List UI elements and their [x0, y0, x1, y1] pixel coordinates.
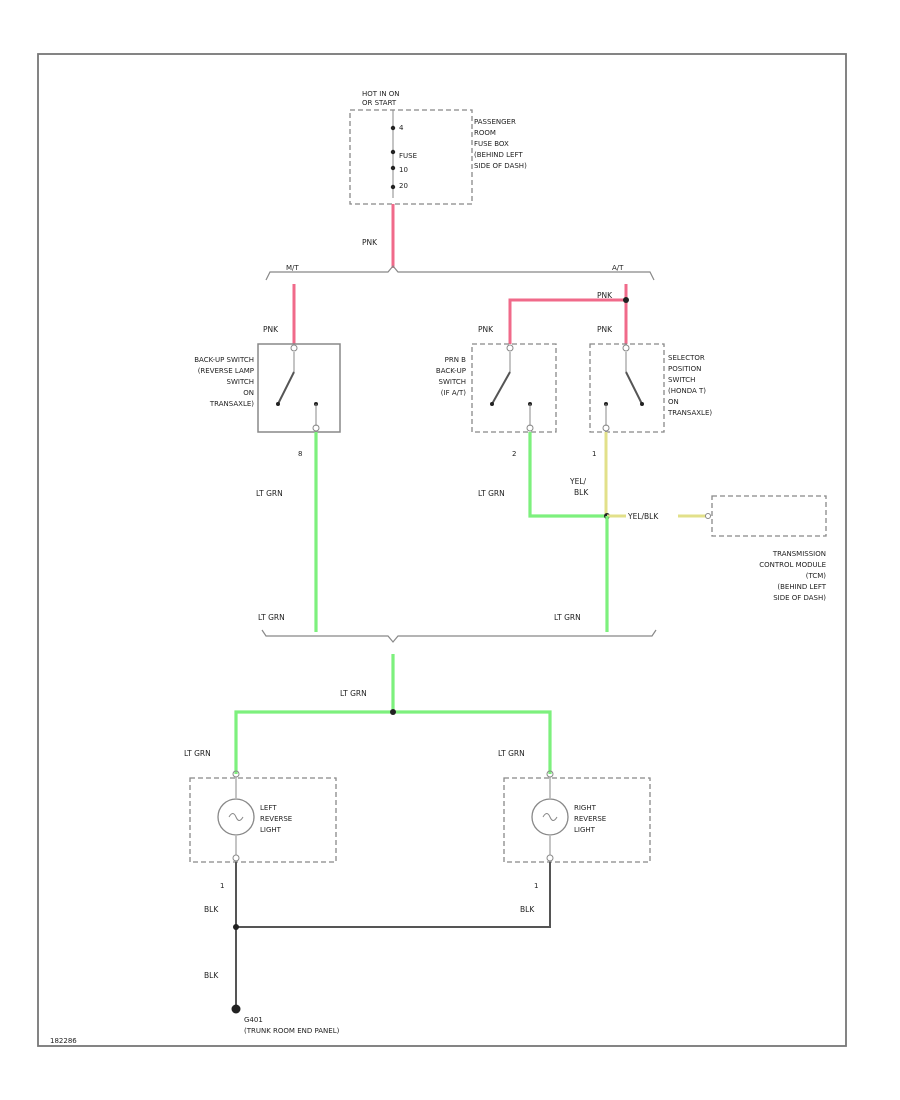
- wire-label-ltgrn-main: LT GRN: [340, 689, 367, 698]
- selector-switch-desc-3: SWITCH: [668, 376, 695, 384]
- tcm-desc-3: (TCM): [806, 572, 827, 580]
- svg-text:HOT IN ON: HOT IN ON: [362, 90, 400, 98]
- wire-label-pnk-prnb: PNK: [478, 325, 494, 334]
- wire-label-ltgrn-at-lower: LT GRN: [554, 613, 581, 622]
- diagram-frame: [37, 53, 847, 1047]
- bus-top: [265, 265, 655, 281]
- svg-text:OR START: OR START: [362, 99, 397, 107]
- svg-text:4: 4: [399, 124, 404, 132]
- wire-pnk-prnb: [508, 298, 626, 344]
- selector-switch-desc-1: SELECTOR: [668, 354, 705, 362]
- fuse-number: 20: [399, 182, 408, 190]
- bus-label-mt: M/T: [286, 264, 299, 272]
- pin-label-prnb: 2: [512, 450, 516, 458]
- fuse-box-desc-1: PASSENGER: [474, 118, 516, 126]
- ground-desc-1: G401: [244, 1016, 263, 1024]
- pin-label-selector: 1: [592, 450, 596, 458]
- prnb-switch-desc-3: SWITCH: [439, 378, 466, 386]
- fuse-hot-label-1: HOT IN ON: [362, 90, 400, 98]
- right-reverse-light: RIGHT REVERSE LIGHT: [503, 770, 651, 863]
- fuse-label: FUSE: [399, 152, 417, 160]
- wire-label-ltgrn-left: LT GRN: [184, 749, 211, 758]
- fuse-box-desc-3: FUSE BOX: [474, 140, 509, 148]
- wire-label-pnk-selector: PNK: [597, 325, 613, 334]
- wire-label-ltgrn-backup-lower: LT GRN: [258, 613, 285, 622]
- backup-switch: BACK-UP SWITCH (REVERSE LAMP SWITCH ON T…: [194, 343, 341, 433]
- wire-label-blk-left: BLK: [204, 905, 219, 914]
- fuse-amps: 10: [399, 166, 408, 174]
- wire-label-yelblk-tcm: YEL/BLK: [627, 512, 659, 521]
- wire-label-blk-right: BLK: [520, 905, 535, 914]
- bus-lower: [261, 629, 657, 643]
- left-reverse-light: LEFT REVERSE LIGHT: [189, 770, 337, 863]
- wire-label-pnk-backup: PNK: [263, 325, 279, 334]
- wire-label-ltgrn-backup: LT GRN: [256, 489, 283, 498]
- wire-label-blk-ground: BLK: [204, 971, 219, 980]
- selector-switch-desc-6: TRANSAXLE): [667, 409, 712, 417]
- selector-switch-desc-2: POSITION: [668, 365, 701, 373]
- left-light-desc-3: LIGHT: [260, 826, 282, 834]
- backup-switch-desc-4: ON: [243, 389, 254, 397]
- right-light-desc-1: RIGHT: [574, 804, 597, 812]
- tcm-desc-5: SIDE OF DASH): [773, 594, 826, 602]
- wire-blk-right: [236, 862, 551, 928]
- backup-switch-desc-3: SWITCH: [227, 378, 254, 386]
- prnb-switch-desc-1: PRN B: [445, 356, 467, 364]
- fuse-box-desc-5: SIDE OF DASH): [474, 162, 527, 170]
- ground-desc-2: (TRUNK ROOM END PANEL): [244, 1027, 340, 1035]
- wire-label-pnk-at: PNK: [597, 291, 613, 300]
- left-light-desc-2: REVERSE: [260, 815, 292, 823]
- splice-ground: [233, 924, 239, 930]
- wire-ltgrn-lights: [234, 710, 552, 774]
- wire-label-ltgrn-prnb: LT GRN: [478, 489, 505, 498]
- backup-switch-desc-5: TRANSAXLE): [209, 400, 254, 408]
- wire-label-pnk-fuse: PNK: [362, 238, 378, 247]
- tcm-desc-1: TRANSMISSION: [772, 550, 826, 558]
- selector-switch-desc-5: ON: [668, 398, 679, 406]
- tcm-desc-4: (BEHIND LEFT: [777, 583, 826, 591]
- left-light-desc-1: LEFT: [260, 804, 277, 812]
- pin-label-backup: 8: [298, 450, 302, 458]
- bus-label-at: A/T: [612, 264, 624, 272]
- fuse-box-desc-2: ROOM: [474, 129, 496, 137]
- selector-switch-desc-4: (HONDA T): [668, 387, 706, 395]
- pin-label-left-light: 1: [220, 882, 224, 890]
- fuse-hot-label-2: OR START: [362, 99, 397, 107]
- left-bulb-icon: [217, 798, 255, 836]
- wire-label-yelblk-2: BLK: [574, 488, 589, 497]
- prnb-switch: PRN B BACK-UP SWITCH (IF A/T): [436, 343, 557, 433]
- wire-label-ltgrn-right: LT GRN: [498, 749, 525, 758]
- backup-switch-desc-1: BACK-UP SWITCH: [194, 356, 254, 364]
- wire-ltgrn-prnb: [528, 432, 608, 518]
- diagram-code: 182286: [50, 1037, 77, 1045]
- transmission-control-module: TRANSMISSION CONTROL MODULE (TCM) (BEHIN…: [711, 495, 827, 602]
- splice-lights: [390, 709, 396, 715]
- right-bulb-icon: [531, 798, 569, 836]
- selector-position-switch: SELECTOR POSITION SWITCH (HONDA T) ON TR…: [589, 343, 712, 433]
- right-light-desc-2: REVERSE: [574, 815, 606, 823]
- right-light-desc-3: LIGHT: [574, 826, 596, 834]
- prnb-switch-desc-2: BACK-UP: [436, 367, 466, 375]
- backup-switch-desc-2: (REVERSE LAMP: [198, 367, 254, 375]
- ground-icon: [231, 1004, 241, 1014]
- pin-label-right-light: 1: [534, 882, 538, 890]
- tcm-desc-2: CONTROL MODULE: [759, 561, 826, 569]
- fuse-box-desc-4: (BEHIND LEFT: [474, 151, 523, 159]
- wire-label-yelblk-1: YEL/: [569, 477, 586, 486]
- fuse-box: HOT IN ON OR START 4 FUSE 10 20 PASSENGE…: [349, 90, 527, 205]
- prnb-switch-desc-4: (IF A/T): [441, 389, 466, 397]
